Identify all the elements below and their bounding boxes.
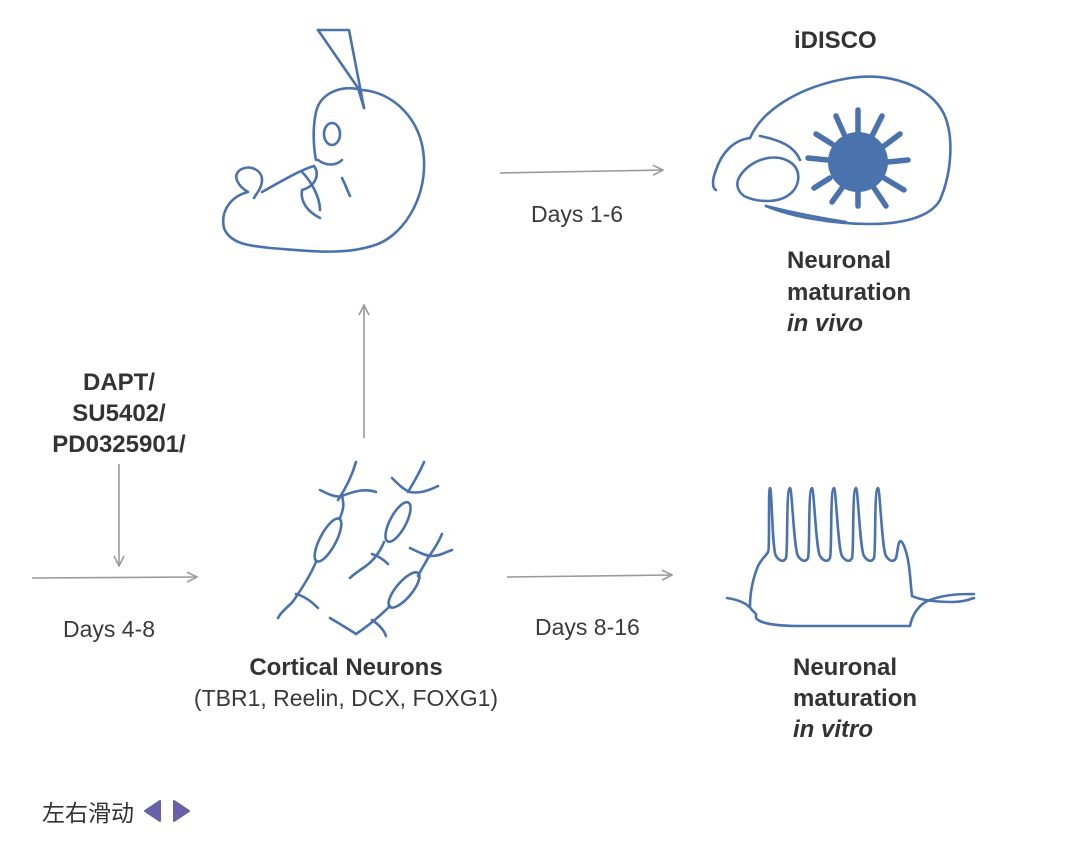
embryo-illustration <box>221 28 426 253</box>
label-pd0325901: PD0325901/ <box>52 431 186 458</box>
arrow-days-1-6 <box>499 170 663 173</box>
label-idisco: iDISCO <box>794 27 877 54</box>
label-days-4-8: Days 4-8 <box>63 616 155 642</box>
arrow-days-4-8 <box>31 577 197 578</box>
scroll-hint-label: 左右滑动 <box>42 801 134 827</box>
label-cortical-markers: (TBR1, Reelin, DCX, FOXG1) <box>194 685 498 711</box>
label-days-8-16: Days 8-16 <box>535 614 640 640</box>
label-vivo-line3: in vivo <box>787 310 863 337</box>
label-cortical-title: Cortical Neurons <box>249 654 442 681</box>
scroll-hint: 左右滑动 <box>42 794 194 828</box>
label-days-1-6: Days 1-6 <box>531 201 623 227</box>
label-vivo-line1: Neuronal <box>787 247 891 274</box>
triangle-left-icon[interactable] <box>140 798 164 824</box>
triangle-right-icon[interactable] <box>170 798 194 824</box>
label-vitro-line3: in vitro <box>793 716 873 743</box>
label-vivo-line2: maturation <box>787 279 911 306</box>
brain-illustration <box>711 75 952 226</box>
label-dapt: DAPT/ <box>83 369 155 396</box>
label-vitro-line1: Neuronal <box>793 654 897 681</box>
arrow-days-8-16 <box>506 575 672 577</box>
cortical-neurons-illustration <box>276 460 454 638</box>
tumor-mass <box>805 107 911 209</box>
label-su5402: SU5402/ <box>72 400 166 427</box>
label-vitro-line2: maturation <box>793 685 917 712</box>
electrophysiology-trace <box>725 486 976 628</box>
